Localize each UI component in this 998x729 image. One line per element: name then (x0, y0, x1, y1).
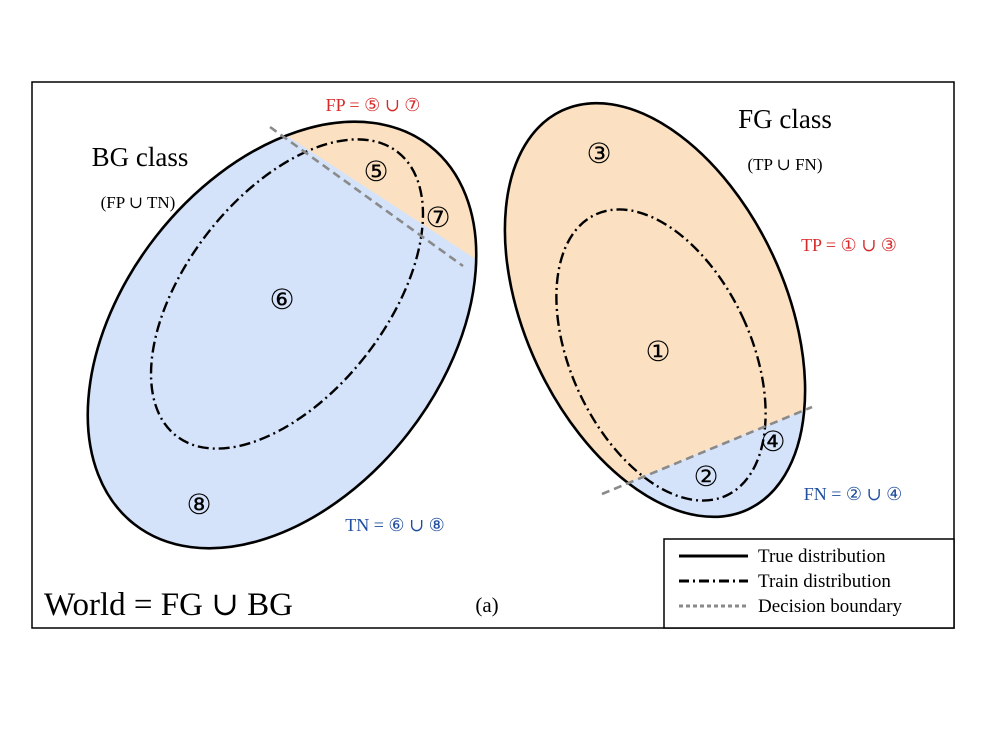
fg-class-subtitle: (TP ∪ FN) (747, 155, 822, 174)
legend: True distribution Train distribution Dec… (663, 538, 955, 629)
region-5-label: ⑤ (363, 157, 388, 188)
panel-label: (a) (475, 593, 498, 617)
bg-train-distribution (149, 138, 425, 450)
legend-label-boundary: Decision boundary (758, 596, 903, 617)
fg-train-distribution (555, 208, 767, 502)
legend-box (663, 538, 955, 629)
fg-decision-boundary (601, 405, 813, 496)
fg-true-distribution (503, 101, 807, 519)
tn-equation: TN = ⑥ ∪ ⑧ (345, 515, 445, 535)
region-4-label: ④ (760, 427, 785, 458)
region-7-label: ⑦ (425, 203, 450, 234)
legend-item-train: Train distribution (679, 571, 891, 592)
fp-equation: FP = ⑤ ∪ ⑦ (326, 95, 421, 115)
legend-item-boundary: Decision boundary (679, 596, 903, 617)
region-1-label: ① (645, 337, 670, 368)
bg-true-distribution (86, 120, 478, 550)
bg-class-title: BG class (92, 142, 189, 172)
region-3-label: ③ (586, 139, 611, 170)
fg-class-title: FG class (738, 104, 832, 134)
legend-item-true: True distribution (679, 546, 886, 567)
tp-equation: TP = ① ∪ ③ (801, 235, 897, 255)
region-8-label: ⑧ (186, 490, 211, 521)
fn-equation: FN = ② ∪ ④ (804, 484, 903, 504)
region-6-label: ⑥ (269, 285, 294, 316)
region-2-label: ② (693, 462, 718, 493)
legend-label-train: Train distribution (758, 571, 891, 592)
bg-class-subtitle: (FP ∪ TN) (101, 193, 176, 212)
legend-label-true: True distribution (758, 546, 886, 567)
world-equation: World = FG ∪ BG (44, 587, 293, 623)
bg-decision-boundary (269, 125, 464, 268)
